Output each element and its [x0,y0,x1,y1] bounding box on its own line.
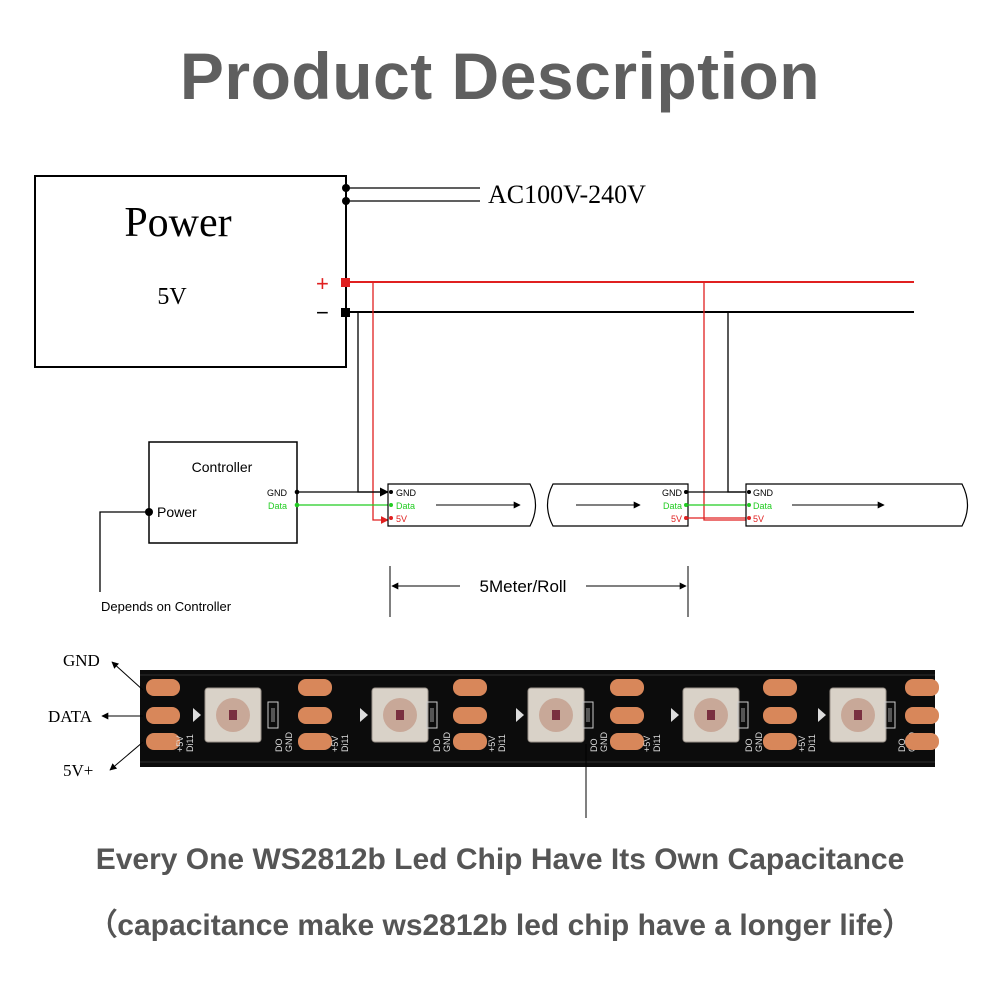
chip-pad-label: GND [442,732,452,753]
solder-pad [453,733,487,750]
solder-pad [763,707,797,724]
solder-pad [610,707,644,724]
output-solder-pad [905,707,939,724]
chip-pad-label: Di11 [807,734,817,752]
input-solder-pad [146,707,180,724]
input-solder-pad [146,733,180,750]
capacitor [884,701,896,729]
chip-pad-label: +5V [330,736,340,752]
controller-data-label: Data [268,501,287,511]
led-chip-die [707,710,715,720]
direction-arrow [818,708,826,722]
minus-terminal [341,308,350,317]
strip2-v5-label: 5V [671,514,682,524]
chip-pad-label: Di11 [185,734,195,752]
strip-segment-1 [387,483,537,527]
strip3-data-label: Data [753,501,772,511]
strip1-data-label: Data [396,501,415,511]
capacitor [426,701,438,729]
solder-pad [610,733,644,750]
power-label: Power [124,200,231,246]
strip2-gnd-label: GND [662,488,683,498]
solder-pad [298,679,332,696]
led-chip-die [854,710,862,720]
input-solder-pad [146,679,180,696]
capacitor [582,701,594,729]
chip-pad-label: DO [432,739,442,753]
chip-pad-label: +5V [487,736,497,752]
strip2-data-label: Data [663,501,682,511]
controller-power-label: Power [157,504,197,520]
output-solder-pad [905,679,939,696]
chip-pad-label: DO [589,739,599,753]
capacitor [267,701,279,729]
chip-pad-label: GND [599,732,609,753]
solder-pad [610,679,644,696]
roll-length-label: 5Meter/Roll [480,577,567,596]
direction-arrow [193,708,201,722]
direction-arrow [671,708,679,722]
pin-arrow-5v [109,741,144,771]
solder-pad [453,679,487,696]
pin-label-gnd: GND [63,651,100,670]
roll-length-dimension [389,566,689,617]
chip-pad-label: Di11 [652,734,662,752]
pin-label-5v: 5V+ [63,761,93,780]
ac-input-label: AC100V-240V [488,180,646,209]
strip-segment-2 [546,483,689,527]
solder-pad [763,679,797,696]
led-chip-die [229,710,237,720]
strip3-v5-label: 5V [753,514,764,524]
capacitor [737,701,749,729]
power-voltage-label: 5V [157,284,187,310]
chip-pad-label: DO [897,739,907,753]
chip-pad-label: +5V [642,736,652,752]
direction-arrow [360,708,368,722]
strip1-v5-label: 5V [396,514,407,524]
chip-pad-label: +5V [797,736,807,752]
direction-arrow [516,708,524,722]
gnd-drop-2 [727,312,746,493]
capacitor-body [741,708,745,722]
v5-drop-2 [703,282,746,521]
led-chip-die [552,710,560,720]
chip-pad-label: DO [744,739,754,753]
controller-power-lead [99,511,149,592]
caption-line-2: （capacitance make ws2812b led chip have … [87,909,913,942]
strip3-gnd-label: GND [753,488,774,498]
solder-pad [763,733,797,750]
capacitor-body [430,708,434,722]
solder-pad [298,733,332,750]
power-supply-box [34,175,347,368]
chip-pad-label: GND [754,732,764,753]
plus-terminal-label: + [316,271,329,296]
chip-pad-label: DO [274,739,284,753]
plus-terminal [341,278,350,287]
capacitor-body [586,708,590,722]
output-solder-pad [905,733,939,750]
page-title: Product Description [179,39,821,113]
ac-input-terminals [342,184,480,205]
v5-drop-1 [372,282,389,524]
chip-pad-label: +5V [175,736,185,752]
solder-pad [298,707,332,724]
strip1-gnd-label: GND [396,488,417,498]
chip-pad-label: GND [284,732,294,753]
pin-arrow-gnd [111,661,144,691]
led-chip-die [396,710,404,720]
capacitor-body [271,708,275,722]
controller-label: Controller [192,459,253,475]
chip-pad-label: Di11 [340,734,350,752]
controller-box [148,441,298,544]
solder-pad [453,707,487,724]
controller-note: Depends on Controller [101,599,232,614]
strip-segment-3 [745,483,969,527]
caption-line-1: Every One WS2812b Led Chip Have Its Own … [95,843,905,876]
capacitor-body [888,708,892,722]
pin-label-data: DATA [48,707,93,726]
controller-gnd-label: GND [267,488,288,498]
minus-terminal-label: − [316,300,329,325]
chip-pad-label: Di11 [497,734,507,752]
